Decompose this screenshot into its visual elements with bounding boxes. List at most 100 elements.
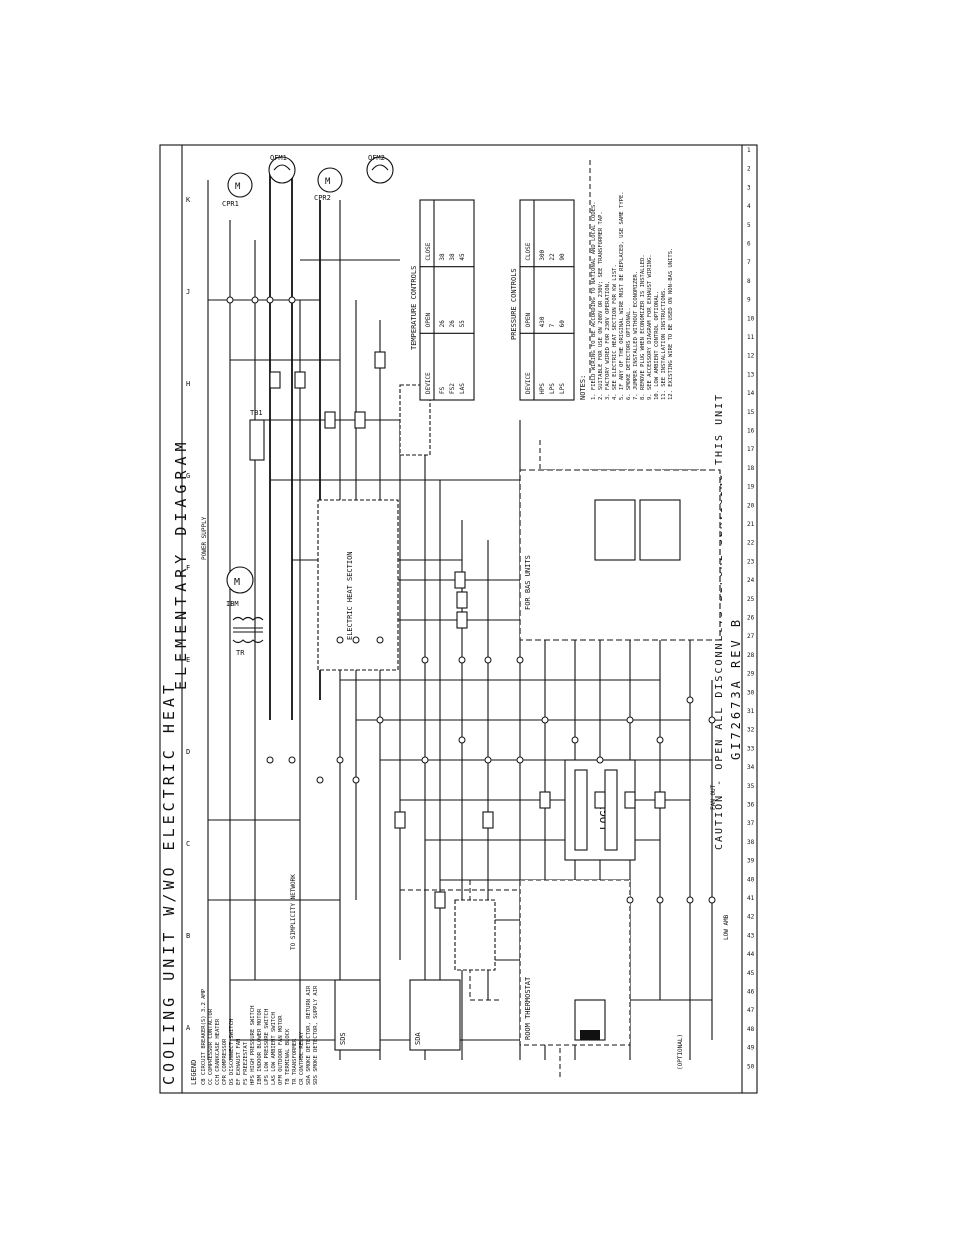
legend-line: EF EXHAUST FAN	[236, 1039, 242, 1085]
note-line: 3. FACTORY WIRED FOR 230V OPERATION.	[605, 281, 611, 400]
legend-line: CCH CRANKCASE HEATER	[215, 1018, 221, 1085]
row-number: 25	[747, 596, 755, 603]
relay-coil	[539, 791, 551, 809]
table-header: OPEN	[525, 312, 532, 327]
terminal-point	[376, 636, 384, 644]
table-cell: 60	[559, 320, 566, 328]
terminal-point	[686, 696, 694, 704]
row-number: 46	[747, 989, 755, 996]
power-supply-label: POWER SUPPLY	[201, 516, 208, 560]
column-letter: B	[186, 932, 190, 940]
relay-coil	[434, 891, 446, 909]
legend-line: CB CIRCUIT BREAKER(S) 3.2 AMP	[201, 988, 207, 1085]
row-number: 15	[747, 409, 755, 416]
table-cell: 26	[449, 320, 456, 328]
ofm2-motor: OFM2	[366, 154, 394, 184]
cpr1-motor: M CPR1	[222, 172, 253, 208]
note-line: 2. SUITABLE FOR USE ON 208V OR 230V; SEE…	[598, 211, 604, 400]
row-number: 19	[747, 484, 755, 491]
row-number: 42	[747, 914, 755, 921]
row-number: 28	[747, 652, 755, 659]
smoke-detector-supply: SDS	[334, 979, 381, 1051]
relay-coil	[294, 371, 306, 389]
table-cell: LPS	[559, 383, 566, 394]
table-cell: 430	[539, 316, 546, 327]
terminal-point	[708, 716, 716, 724]
ofm1-label: OFM1	[270, 154, 287, 162]
table-cell: 300	[539, 249, 546, 260]
simplicity-label: TO SIMPLICITY NETWORK	[290, 874, 297, 950]
terminal-point	[251, 296, 259, 304]
table-cell: 90	[559, 253, 566, 261]
column-letter: A	[186, 1024, 191, 1032]
legend-line: CR CONTROL RELAY	[299, 1031, 305, 1085]
column-letter: D	[186, 748, 190, 756]
legend-line: LPS LOW PRESSURE SWITCH	[264, 1009, 270, 1085]
svg-text:M: M	[325, 177, 331, 187]
notes-block: NOTES: 1. FIELD WIRING TO BE ACCORDING T…	[579, 191, 674, 400]
table-cell: 45	[459, 253, 466, 261]
row-number: 48	[747, 1026, 755, 1033]
legend-line: SDS SMOKE DETECTOR, SUPPLY AIR	[313, 985, 319, 1085]
row-number: 43	[747, 932, 755, 939]
legend-line: HPS HIGH PRESSURE SWITCH	[250, 1006, 256, 1085]
row-number: 4	[747, 203, 751, 210]
legend-line: IBM INDOOR BLOWER MOTOR	[257, 1008, 263, 1085]
svg-text:M: M	[235, 182, 241, 192]
column-letter: H	[186, 380, 190, 388]
table-cell: 26	[439, 320, 446, 328]
electric-heat-label: ELECTRIC HEAT SECTION	[346, 551, 354, 640]
room-tstat-label: ROOM THERMOSTAT	[524, 976, 532, 1040]
row-number: 20	[747, 502, 755, 509]
row-number: 22	[747, 540, 755, 547]
terminal-point	[421, 656, 429, 664]
row-number: 37	[747, 820, 755, 827]
room-thermostat-block: ROOM THERMOSTAT	[519, 879, 631, 1046]
column-letter: C	[186, 840, 190, 848]
terminal-point	[656, 896, 664, 904]
smoke-detector-return: SDA	[409, 979, 461, 1051]
svg-text:M: M	[234, 577, 240, 588]
table-cell: 38	[439, 253, 446, 261]
terminal-point	[708, 896, 716, 904]
terminal-point	[626, 716, 634, 724]
terminal-point	[571, 736, 579, 744]
relay-coil	[482, 811, 494, 829]
row-number: 11	[747, 334, 755, 341]
row-number: 8	[747, 278, 751, 285]
tr-label: TR	[236, 649, 245, 657]
logic-board: LOGIC	[564, 759, 636, 861]
relay-coil	[354, 411, 366, 429]
temp-table-title: TEMPERATURE CONTROLS	[410, 266, 418, 350]
terminal-point	[376, 716, 384, 724]
column-letter: F	[186, 564, 190, 572]
pressure-table-title: PRESSURE CONTROLS	[510, 268, 518, 340]
note-line: 11. SEE INSTALLATION INSTRUCTIONS.	[661, 287, 667, 400]
terminal-point	[686, 896, 694, 904]
row-number: 24	[747, 577, 755, 584]
row-number: 14	[747, 390, 755, 397]
note-line: 8. REMOVE PLUG WHEN ECONOMIZER IS INSTAL…	[640, 254, 646, 400]
row-number: 26	[747, 615, 755, 622]
ofm1-motor: OFM1	[268, 154, 296, 184]
transformer: TR	[232, 616, 264, 657]
legend-line: CC COMPRESSOR CONTACTOR	[208, 1008, 214, 1085]
note-line: 7. JUMPER INSTALLED WITHOUT ECONOMIZER.	[633, 271, 639, 400]
title-elementary-diagram: ELEMENTARY DIAGRAM	[172, 437, 190, 690]
terminal-point	[484, 656, 492, 664]
note-line: 4. SEE ELECTRIC HEAT SECTION FOR KW LIST…	[612, 264, 618, 400]
row-number: 30	[747, 689, 755, 696]
legend-heading: LEGEND	[190, 1060, 198, 1085]
row-number: 12	[747, 353, 755, 360]
terminal-point	[316, 776, 324, 784]
table-cell: FS2	[449, 383, 456, 394]
legend-line: FS FREEZESTAT	[243, 1041, 249, 1085]
row-number: 34	[747, 764, 755, 771]
row-number: 21	[747, 521, 755, 528]
row-number: 40	[747, 876, 755, 883]
row-number: 6	[747, 241, 751, 248]
row-number: 13	[747, 371, 755, 378]
relay-coil	[456, 611, 468, 629]
